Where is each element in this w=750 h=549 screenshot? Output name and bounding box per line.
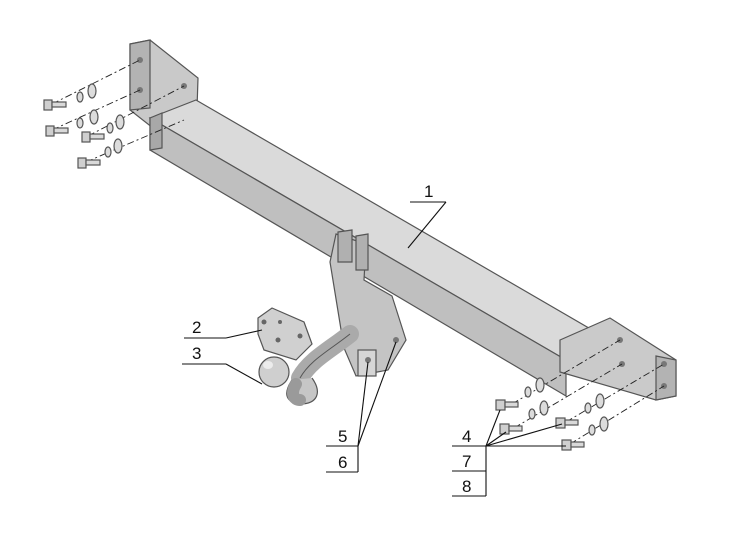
- callout-2: 2: [184, 318, 263, 339]
- callout-8: 8: [452, 477, 486, 497]
- tow-arm: [291, 229, 407, 387]
- callout-label-1: 1: [424, 182, 433, 201]
- bolt-right-4: [561, 439, 585, 451]
- tow-ball: [258, 356, 318, 406]
- callout-3: 3: [182, 344, 263, 385]
- callout-label-7: 7: [462, 452, 471, 471]
- callout-4: 4: [452, 409, 566, 447]
- callout-6: 6: [326, 446, 359, 473]
- callout-label-3: 3: [192, 344, 201, 363]
- right-fasteners: [495, 339, 665, 451]
- callout-label-8: 8: [462, 477, 471, 496]
- bolt-left-2: [45, 125, 69, 137]
- callout-5: 5: [326, 341, 397, 447]
- bolt-right-2: [499, 423, 523, 435]
- bolt-left-3: [81, 131, 105, 143]
- bolt-right-3: [555, 417, 579, 429]
- socket-plate: [257, 307, 313, 361]
- bolt-left-4: [77, 157, 101, 169]
- callout-1: 1: [407, 182, 447, 249]
- callout-label-2: 2: [192, 318, 201, 337]
- bolt-right-1: [495, 399, 519, 411]
- callout-label-4: 4: [462, 427, 471, 446]
- callout-label-6: 6: [338, 453, 347, 472]
- right-mounting-bracket: [559, 317, 677, 401]
- left-fasteners: [43, 59, 185, 169]
- bolt-left-1: [43, 99, 67, 111]
- callout-7: 7: [452, 446, 487, 496]
- callout-label-5: 5: [338, 427, 347, 446]
